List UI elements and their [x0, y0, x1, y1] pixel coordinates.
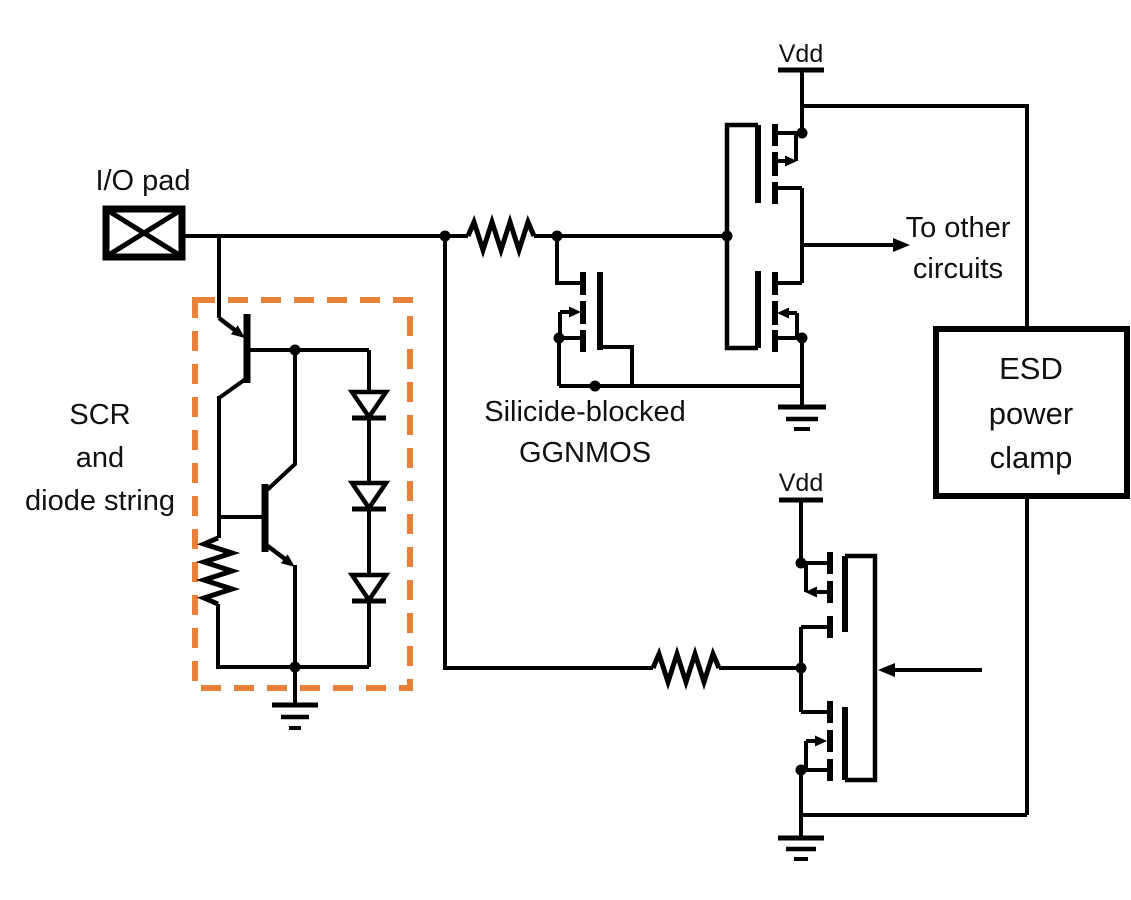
junction-dots: [289, 127, 808, 776]
ggnmos-gate-ground-tie: [600, 345, 634, 386]
ggnmos-body-arrow-icon: [569, 306, 581, 318]
pnp-emitter-wire: [217, 316, 238, 333]
io-pad-label: I/O pad: [95, 165, 190, 197]
pmos-body-arrow-icon: [805, 586, 817, 598]
ground-symbol-buffer: [778, 835, 824, 861]
scr-label-line3: diode string: [25, 485, 175, 517]
to-other-label-line2: circuits: [913, 253, 1003, 285]
junction-dot: [439, 230, 451, 242]
pnp-collector-wire: [217, 376, 249, 517]
output-arrow: [802, 238, 910, 252]
diode-string: [347, 350, 391, 667]
esd-clamp-label-line1: ESD: [999, 351, 1063, 386]
ground-symbol-scr: [272, 667, 318, 730]
buffer-gate-bracket: [845, 553, 878, 783]
scr-bottom-rail: [216, 604, 369, 669]
npn-transistor: [218, 350, 297, 667]
input-buffer: [799, 552, 878, 838]
wires: [185, 104, 1029, 817]
esd-power-clamp: ESD power clamp: [933, 326, 1130, 499]
junction-dot: [796, 127, 808, 139]
vdd-top-label: Vdd: [779, 40, 823, 68]
junction-dot: [589, 380, 601, 392]
esd-clamp-label-line3: clamp: [990, 440, 1073, 475]
pnp-emitter-arrow-icon: [230, 325, 245, 338]
gate-arrow-head-icon: [878, 663, 895, 677]
junction-dot: [795, 557, 807, 569]
esd-clamp-box: [933, 326, 1130, 499]
vdd-bottom-label: Vdd: [779, 469, 823, 497]
ggnmos-label-line1: Silicide-blocked: [484, 396, 686, 428]
resistor-series-top: [465, 213, 537, 259]
junction-dot: [721, 230, 733, 242]
junction-dot: [553, 332, 565, 344]
junction-dot: [289, 661, 301, 673]
nmos-body-arrow-icon: [777, 307, 789, 319]
ground-symbol-inverter: [778, 404, 826, 431]
scr-dashed-box: [192, 297, 413, 691]
io-pad-box: [102, 205, 186, 261]
ggnmos-transistor: [555, 236, 802, 388]
pmos-body-arrow-icon: [785, 155, 797, 167]
junction-dot: [289, 344, 301, 356]
vdd-symbol-bottom: [779, 497, 823, 563]
npn-emitter-arrow-icon: [280, 554, 295, 567]
esd-clamp-label-line2: power: [989, 396, 1073, 431]
junction-dot: [796, 332, 808, 344]
vdd-symbol-top: [778, 67, 824, 133]
to-other-label-line1: To other: [906, 212, 1011, 244]
diode-2-icon: [347, 480, 391, 513]
io-pad-symbol: [102, 205, 186, 261]
diode-1-icon: [347, 389, 391, 422]
resistor-scr: [195, 535, 241, 607]
npn-collector-wire: [263, 350, 297, 494]
ggnmos-label-line2: GGNMOS: [519, 437, 651, 469]
ggnmos-drain-wire: [555, 236, 580, 285]
scr-label-line1: SCR: [69, 399, 130, 431]
npn-emitter-wire: [263, 542, 287, 561]
output-arrow-head-icon: [893, 238, 910, 252]
junction-dot: [795, 764, 807, 776]
wire-vdd-to-clamp-top: [802, 104, 1029, 329]
nmos-body-arrow-icon: [815, 735, 827, 747]
scr-diode-string-group: [192, 297, 413, 730]
diode-3-icon: [347, 572, 391, 605]
io-pad-cross-icon: [105, 207, 183, 259]
gate-annotation-arrow: [878, 663, 982, 677]
resistor-series-bottom: [650, 645, 722, 691]
wire-to-input-resistor: [443, 236, 653, 670]
output-inverter: [724, 122, 804, 407]
junction-dot: [551, 230, 563, 242]
scr-label-line2: and: [76, 442, 124, 474]
junction-dot: [795, 662, 807, 674]
